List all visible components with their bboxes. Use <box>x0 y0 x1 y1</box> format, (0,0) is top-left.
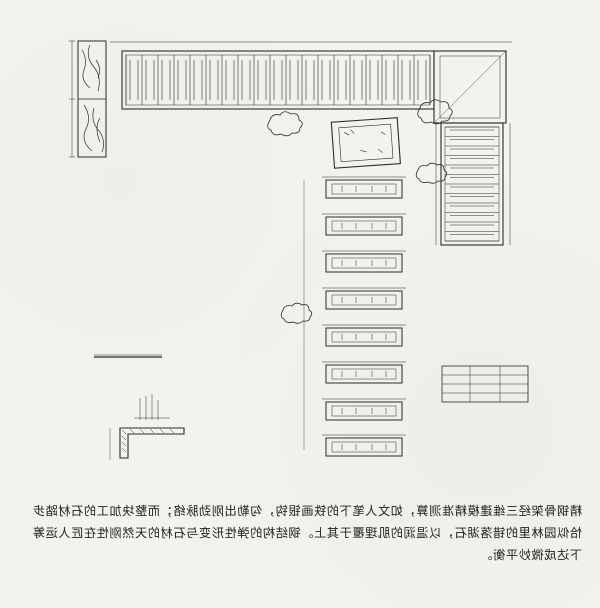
caption-block: 精钢骨架经三维建模精准测算，如文人笔下的铁画银钩，勾勒出刚劲脉络；而整块加工的石… <box>0 500 600 566</box>
top-stair-run-plan <box>110 41 512 110</box>
tread-detail <box>322 361 406 384</box>
tread-detail-stack <box>322 176 406 457</box>
tread-detail <box>322 250 406 273</box>
right-stair-run-plan <box>435 122 511 246</box>
steel-angle-section-detail <box>109 394 185 460</box>
tread-detail <box>322 176 406 199</box>
caption-line-3: 下达成微妙平衡。 <box>479 548 582 562</box>
stone-panel-elevation <box>69 40 107 158</box>
legend-table <box>441 365 529 403</box>
tread-detail <box>322 287 406 310</box>
tread-detail <box>322 398 406 421</box>
caption-line-1: 精钢骨架经三维建模精准测算，如文人笔下的铁画银钩，勾勒出刚劲脉络；而整块加工的石… <box>32 504 582 518</box>
caption-line-2: 恰似园林里的错落湖石，以温润的肌理覆于其上。钢结构的弹性形变与石材的天然刚性在匠… <box>32 526 582 540</box>
tread-detail <box>322 434 406 457</box>
revision-cloud-3 <box>280 302 313 324</box>
tread-detail <box>322 213 406 236</box>
revision-cloud-1 <box>267 111 303 137</box>
tread-detail <box>322 324 406 347</box>
revision-cloud-2 <box>417 99 453 125</box>
tilted-detail-frame <box>330 117 401 169</box>
stair-landing <box>433 50 507 124</box>
section-title-mark <box>94 354 162 358</box>
construction-drawing <box>69 40 529 460</box>
revision-cloud-4 <box>415 162 448 184</box>
